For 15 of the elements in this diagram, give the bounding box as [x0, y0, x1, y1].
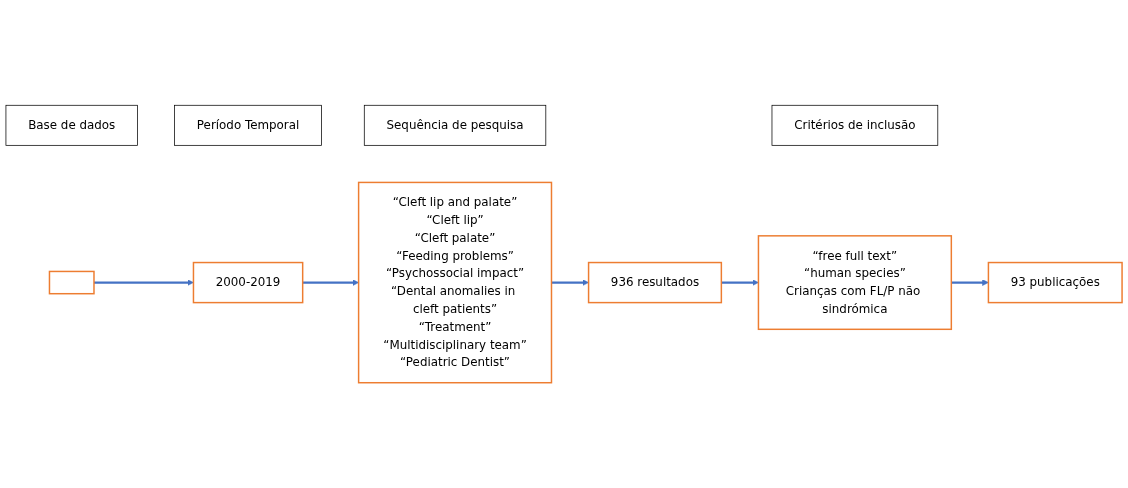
node-box: Sequência de pesquisa	[363, 104, 547, 146]
node-box	[48, 270, 95, 295]
arrow	[302, 279, 359, 286]
node-box: 93 publicações	[987, 261, 1123, 304]
arrow	[551, 279, 589, 286]
node-box: Base de dados	[5, 104, 138, 146]
node-box: Critérios de inclusão	[771, 104, 939, 146]
node-box: 936 resultados	[587, 261, 723, 304]
arrow	[721, 279, 759, 286]
node-box: 2000-2019	[192, 261, 304, 304]
node-box: Período Temporal	[174, 104, 322, 146]
arrow	[94, 279, 194, 286]
arrow	[951, 279, 989, 286]
node-box: “Cleft lip and palate” “Cleft lip” “Cleft palate” “Feeding problems” “Psychossocial impact” “Dental anomalies in cleft patients” “Treatment” “Multidisciplinary team” “Pediatric Dentist”	[357, 181, 553, 384]
node-box: “free full text” “human species” Crianças com FL/P não sindrómica	[757, 235, 953, 331]
